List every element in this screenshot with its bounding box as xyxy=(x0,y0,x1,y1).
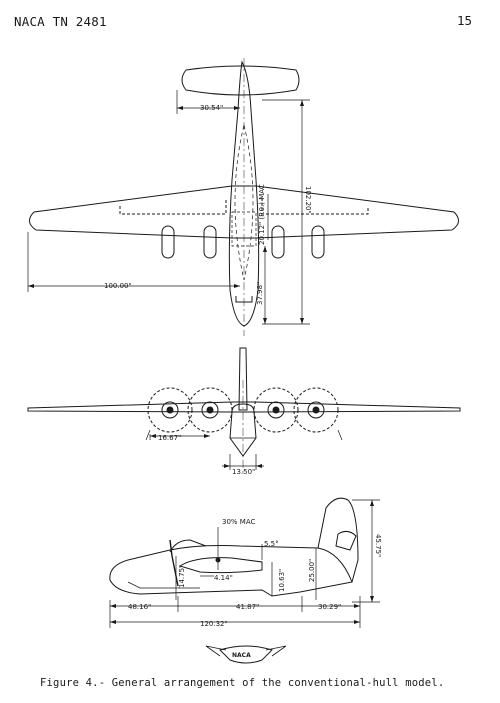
front-fin xyxy=(238,347,248,411)
figure-caption: Figure 4.- General arrangement of the co… xyxy=(40,677,445,689)
side-fin xyxy=(317,497,359,583)
dim-tail-span: 30.54" xyxy=(200,104,223,112)
dim-10-63: 10.63" xyxy=(278,569,286,592)
front-float-right xyxy=(337,429,343,441)
side-hull xyxy=(109,545,353,597)
page-number: 15 xyxy=(456,13,472,28)
front-wing xyxy=(27,401,461,413)
front-nacelle-2 xyxy=(201,401,219,419)
dim-41-87: 41.87" xyxy=(236,603,259,611)
front-prop-disc-3 xyxy=(253,387,299,433)
dim-25-00: 25.00" xyxy=(308,559,316,582)
plan-hull-dashed xyxy=(234,124,254,281)
plan-horizontal-tail xyxy=(181,65,300,96)
plan-nacelle-2 xyxy=(203,225,217,259)
report-id: NACA TN 2481 xyxy=(14,14,107,29)
dim-prop-spacing: 16.67" xyxy=(158,434,181,442)
front-nacelle-3 xyxy=(267,401,285,419)
front-nacelle-4 xyxy=(307,401,325,419)
dim-14-75: 14.75" xyxy=(178,565,186,588)
plan-nacelle-1 xyxy=(161,225,175,259)
side-view: 30% MAC 5.5° 14.75" 4.14" 10.63" 25.00" … xyxy=(109,497,382,628)
dim-4-14: 4.14" xyxy=(214,574,233,582)
dim-45-75: 45.75" xyxy=(374,534,382,557)
dim-wing-half-span: 100.00" xyxy=(104,282,132,290)
plan-nacelle-4 xyxy=(311,225,325,259)
dim-hull-beam: 13.50" xyxy=(232,468,255,476)
front-prop-disc-4 xyxy=(293,387,339,433)
front-float-left xyxy=(145,429,151,441)
naca-logo: NACA xyxy=(205,645,287,664)
front-nacelle-1 xyxy=(161,401,179,419)
plan-flap-right xyxy=(261,198,369,215)
side-nacelle xyxy=(178,557,263,574)
front-view: 16.67" 13.50" xyxy=(27,347,461,476)
dim-mac-label: 20.12" (P.0.) MAC xyxy=(258,184,266,245)
dim-30-29: 30.29" xyxy=(318,603,341,611)
dim-side-mac: 30% MAC xyxy=(222,518,255,526)
dim-overall-length: 102.20" xyxy=(304,186,312,214)
side-rudder xyxy=(335,530,357,551)
dim-mac-station: 37.98" xyxy=(256,282,264,305)
front-prop-disc-1 xyxy=(147,387,193,433)
plan-view: 30.54" 102.20" 20.12" (P.0.) MAC 37.98" … xyxy=(27,58,459,336)
dim-120-32: 120.32" xyxy=(200,620,228,628)
plan-nacelle-3 xyxy=(271,225,285,259)
logo-text: NACA xyxy=(232,652,251,659)
dim-angle: 5.5° xyxy=(264,540,279,548)
plan-flap-left xyxy=(119,198,227,215)
dim-48-16: 48.16" xyxy=(128,603,151,611)
front-hull xyxy=(229,403,257,457)
